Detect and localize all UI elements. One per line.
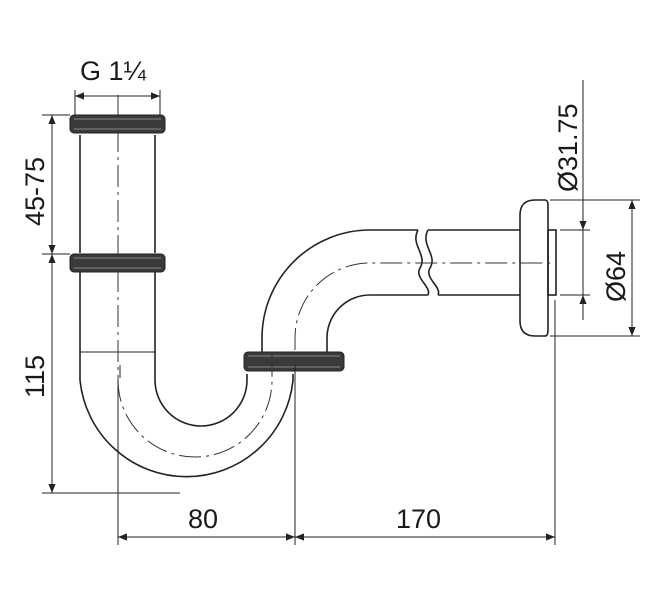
dim-flange-diameter: Ø64 bbox=[550, 199, 640, 337]
dim-height-adjust-label: 45-75 bbox=[20, 157, 50, 226]
dim-widths: 80 170 bbox=[117, 300, 556, 545]
riser-nut bbox=[243, 351, 345, 372]
dim-thread: G 1¼ bbox=[74, 56, 161, 115]
dim-width-outlet-label: 170 bbox=[396, 504, 441, 534]
center-lines bbox=[117, 95, 555, 458]
dim-pipe-diameter-label: Ø31.75 bbox=[553, 103, 583, 192]
break-lines bbox=[415, 229, 440, 296]
dim-thread-label: G 1¼ bbox=[80, 56, 147, 86]
upper-bend bbox=[261, 229, 428, 352]
u-bend bbox=[79, 360, 294, 478]
dim-height-adjust: 45-75 bbox=[20, 114, 70, 255]
wall-flange bbox=[519, 199, 557, 337]
dim-width-trap-label: 80 bbox=[188, 504, 218, 534]
dim-height-lower: 115 bbox=[20, 254, 180, 494]
dim-height-lower-label: 115 bbox=[20, 355, 50, 398]
dim-pipe-diameter: Ø31.75 bbox=[553, 80, 590, 320]
dim-flange-diameter-label: Ø64 bbox=[601, 251, 631, 302]
outlet-pipe bbox=[428, 229, 520, 296]
